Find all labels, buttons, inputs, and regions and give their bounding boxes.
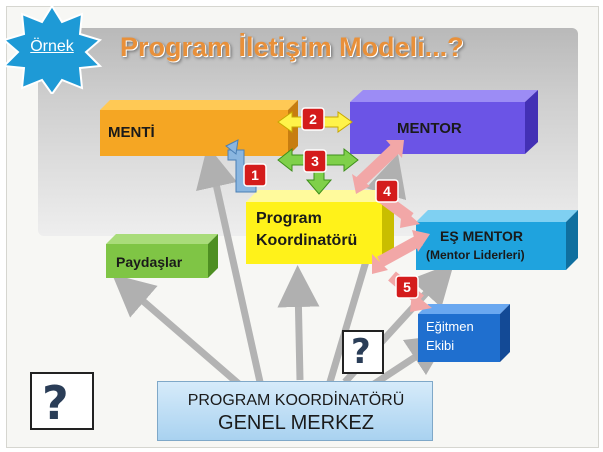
number-4: 4 xyxy=(383,183,391,199)
question-mark-figure-icon: ? xyxy=(351,332,371,372)
paydaslar-label: Paydaşlar xyxy=(116,254,183,270)
number-badge-1: 1 xyxy=(243,163,267,187)
number-3: 3 xyxy=(311,153,319,169)
question-box-center: ? xyxy=(342,330,384,374)
koordinator-label-line2: Koordinatörü xyxy=(256,232,358,249)
mentor-label: MENTOR xyxy=(397,120,462,137)
number-5: 5 xyxy=(403,279,411,295)
number-badge-5: 5 xyxy=(395,275,419,299)
arrow-to-paydaslar xyxy=(112,274,243,388)
koordinator-label-line1: Program xyxy=(256,210,322,227)
genel-merkez-box: PROGRAM KOORDİNATÖRÜ GENEL MERKEZ xyxy=(157,381,433,441)
number-2: 2 xyxy=(309,111,317,127)
question-box-left: ? xyxy=(30,372,94,430)
number-badge-3: 3 xyxy=(303,149,327,173)
arrow-1 xyxy=(225,139,257,193)
number-badge-4: 4 xyxy=(375,179,399,203)
number-badge-2: 2 xyxy=(301,107,325,131)
number-1: 1 xyxy=(251,167,259,183)
example-badge: Örnek xyxy=(0,4,104,96)
slide-title: Program İletişim Modeli...? xyxy=(120,32,464,62)
arrow-to-menti xyxy=(196,145,264,383)
es-mentor-label-line2: (Mentor Liderleri) xyxy=(426,248,525,262)
es-mentor-label-line1: EŞ MENTOR xyxy=(440,228,523,244)
egitmen-label-line2: Ekibi xyxy=(426,338,455,353)
menti-label: MENTİ xyxy=(108,124,155,141)
question-mark-figure-icon: ? xyxy=(42,376,69,430)
genel-merkez-line2: GENEL MERKEZ xyxy=(218,412,374,434)
double-arrow-5 xyxy=(372,230,432,312)
arrow-to-koordinator xyxy=(277,265,320,381)
genel-merkez-line1: PROGRAM KOORDİNATÖRÜ xyxy=(187,392,405,409)
badge-label: Örnek xyxy=(30,38,74,55)
egitmen-label-line1: Eğitmen xyxy=(426,319,474,334)
